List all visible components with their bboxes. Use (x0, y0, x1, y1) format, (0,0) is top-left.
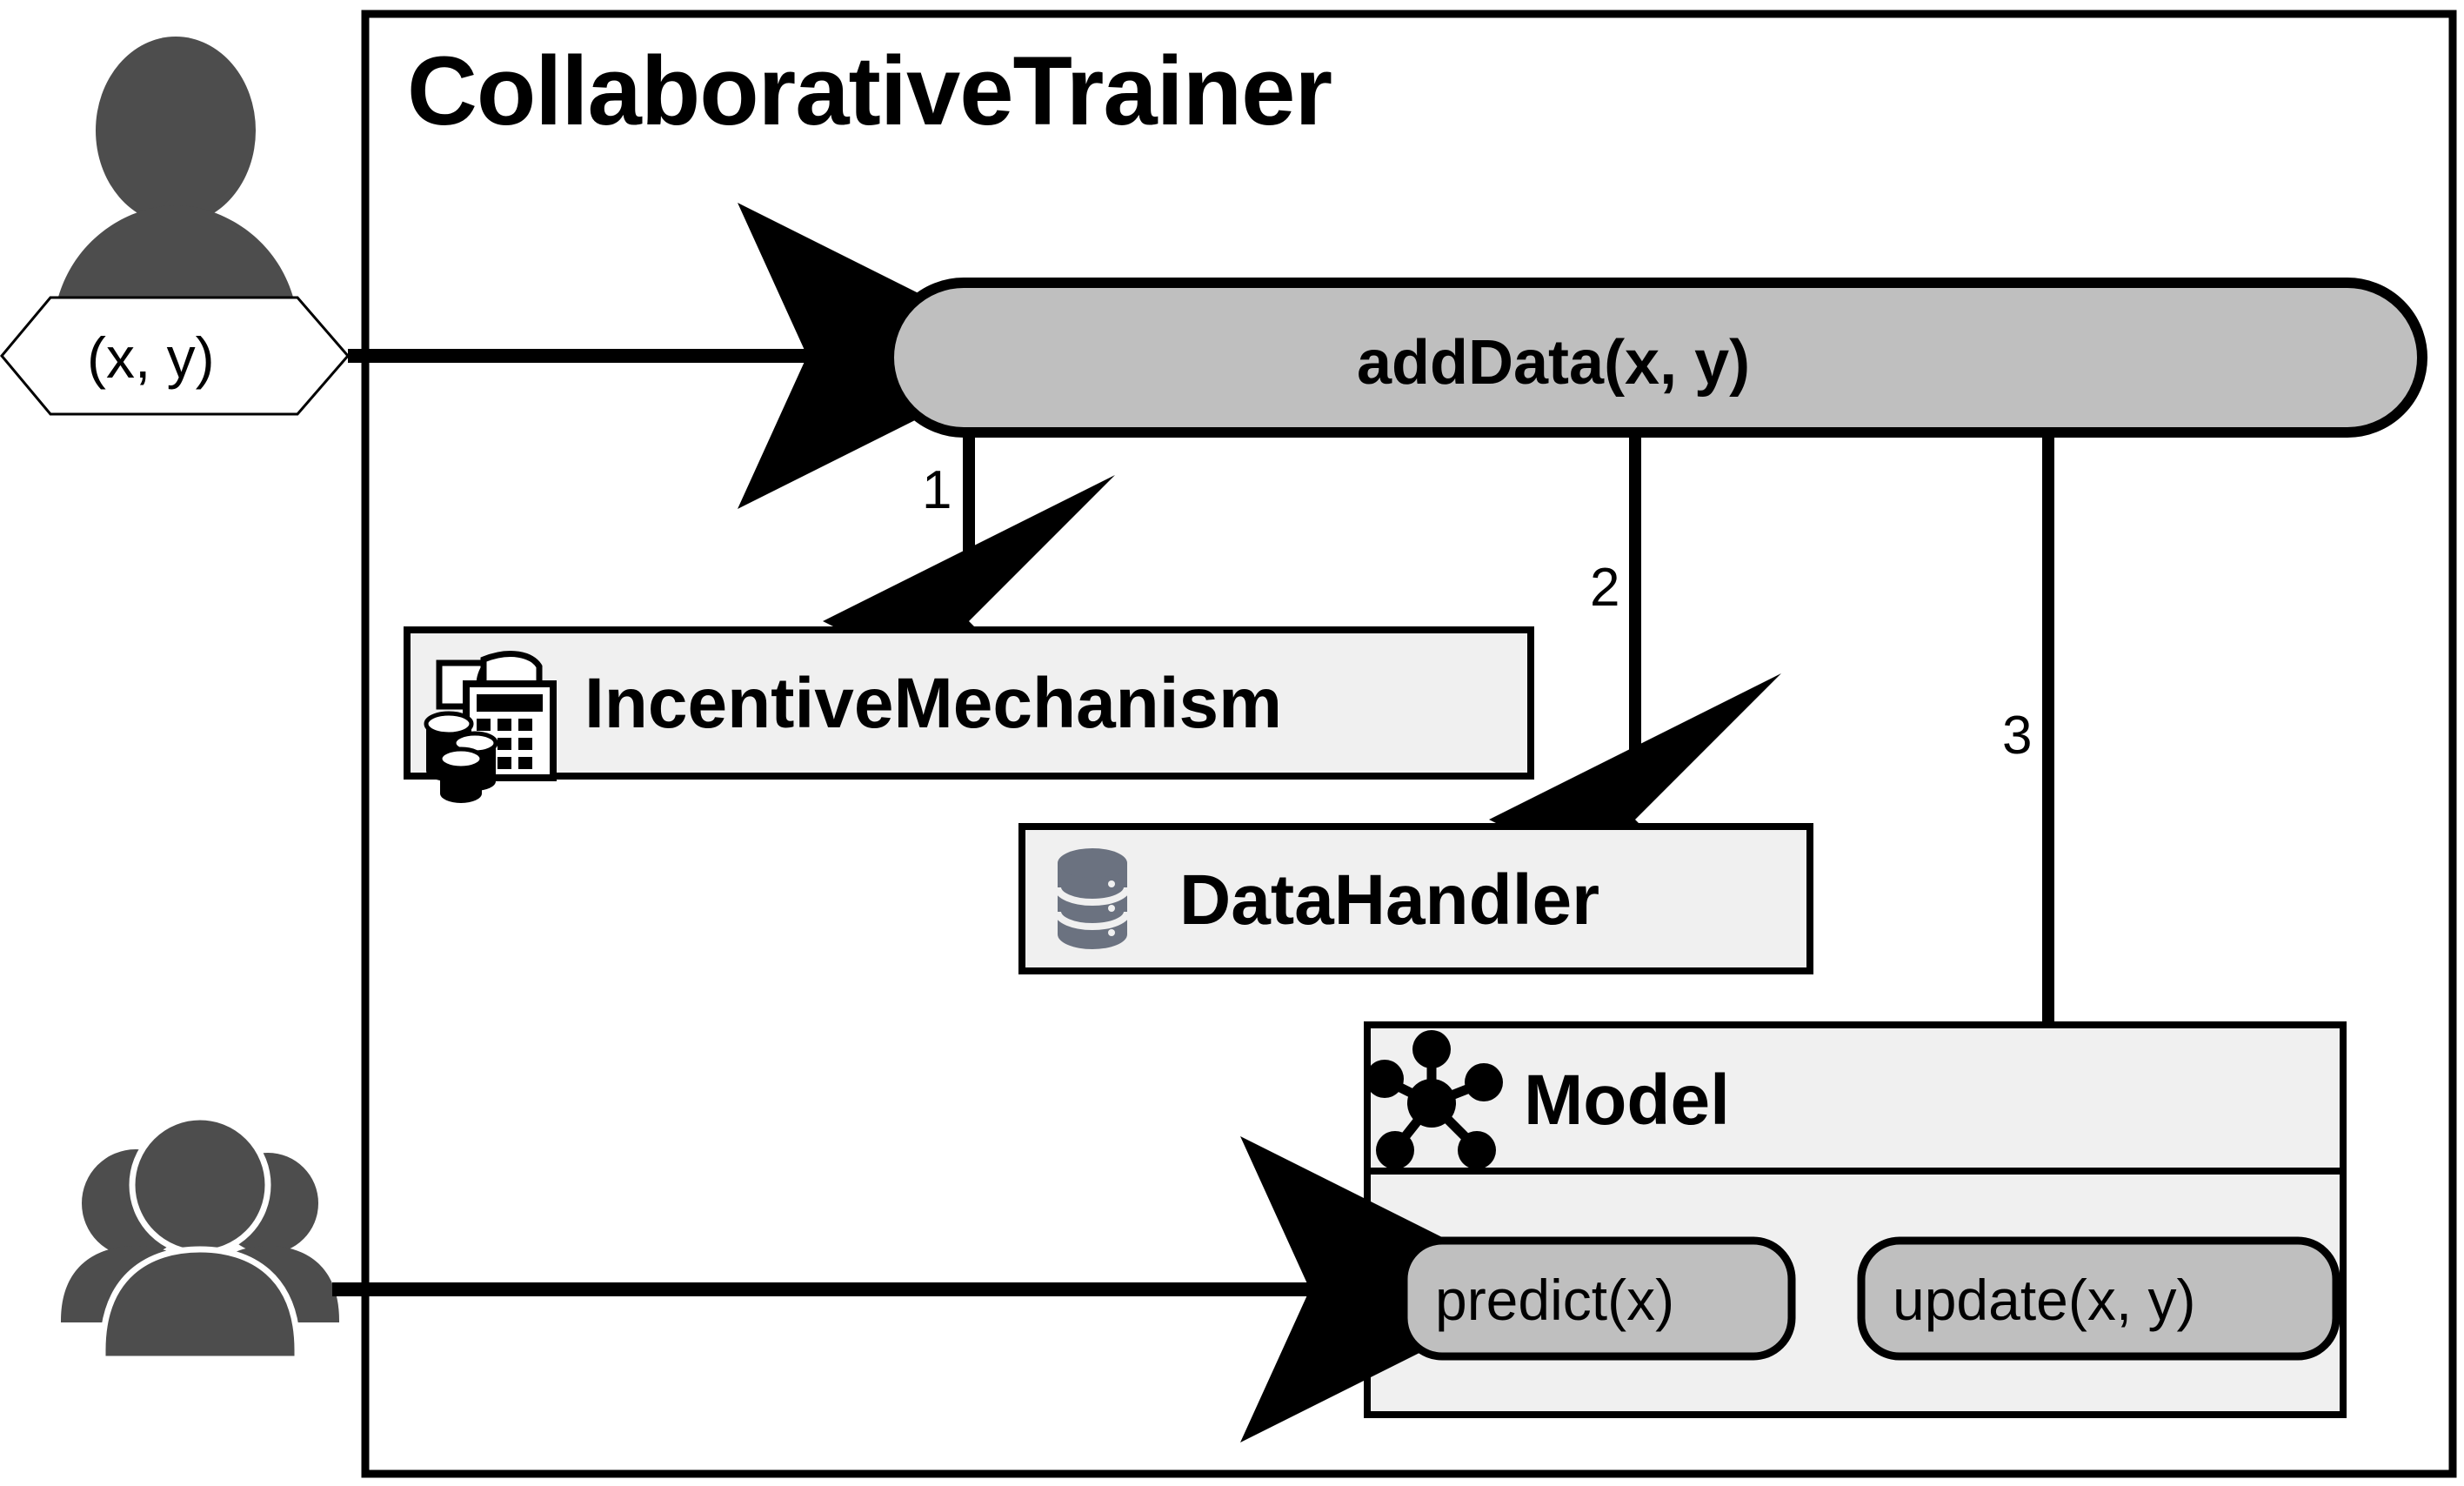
flow-label-2: 2 (1590, 558, 1620, 618)
xy-data-hexagon (0, 296, 350, 416)
incentive-mechanism-label: IncentiveMechanism (584, 664, 1283, 743)
adddata-pill (884, 278, 2427, 438)
flow-label-3: 3 (2002, 706, 2033, 766)
incentive-mechanism-box (404, 626, 1534, 780)
page-title: CollaborativeTrainer (407, 37, 1332, 145)
database-icon (1054, 848, 1131, 949)
flow-label-1: 1 (922, 460, 952, 520)
data-handler-label: DataHandler (1179, 860, 1600, 940)
update-method-label[interactable]: update(x, y) (1893, 1268, 2196, 1332)
predict-method-pill (1399, 1236, 1796, 1361)
model-label: Model (1524, 1061, 1730, 1140)
user-icon (52, 37, 299, 341)
data-handler-box (1018, 823, 1813, 974)
calculator-coins-icon (424, 651, 557, 803)
adddata-label[interactable]: addData(x, y) (1357, 328, 1751, 398)
update-method-pill (1857, 1236, 2340, 1361)
users-group-icon (61, 1114, 339, 1362)
xy-data-label: (x, y) (87, 325, 215, 390)
predict-method-label[interactable]: predict(x) (1435, 1268, 1675, 1332)
